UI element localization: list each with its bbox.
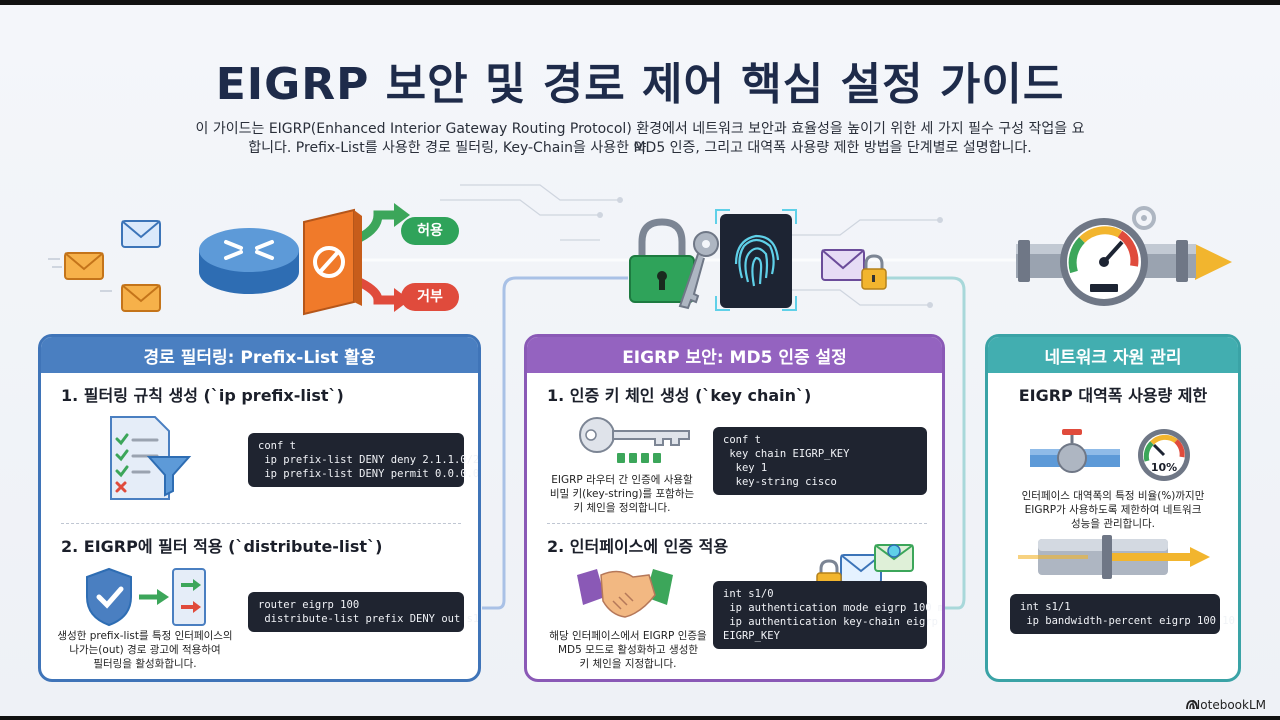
- p1-step2-title: 2. EIGRP에 필터 적용 (`distribute-list`): [61, 537, 383, 556]
- intro-line-2: 합니다. Prefix-List를 사용한 경로 필터링, Key-Chain을…: [248, 140, 1032, 156]
- brand-label: NotebookLM: [1191, 698, 1266, 712]
- fingerprint-scanner-icon: [715, 209, 797, 311]
- notebooklm-logo-icon: [1186, 700, 1198, 710]
- bottom-frame-bar: [0, 716, 1280, 720]
- p2-step1-desc: EIGRP 라우터 간 인증에 사용할 비밀 키(key-string)를 포함…: [549, 474, 695, 514]
- valve-gauge-icon: [1030, 429, 1190, 481]
- gauge-percent-label: 10%: [1150, 461, 1178, 474]
- p1-step2-desc: 생성한 prefix-list를 특정 인터페이스의 나가는(out) 경로 광…: [57, 630, 233, 670]
- md5-auth-panel: EIGRP 보안: MD5 인증 설정 1. 인증 키 체인 생성 (`key …: [524, 334, 945, 682]
- resource-management-panel: 네트워크 자원 관리 EIGRP 대역폭 사용량 제한 10% 인터페이스 대역…: [985, 334, 1241, 682]
- route-filtering-panel: 경로 필터링: Prefix-List 활용 1. 필터링 규칙 생성 (`ip…: [38, 334, 481, 682]
- deny-badge: 거부: [401, 283, 459, 311]
- p3-desc: 인터페이스 대역폭의 특정 비율(%)까지만 EIGRP가 사용하도록 제한하여…: [1021, 490, 1205, 530]
- p1-step1-code: conf t ip prefix-list DENY deny 2.1.1.0/…: [248, 433, 478, 487]
- firewall-icon: [303, 208, 362, 316]
- envelope-group-icon: [48, 220, 161, 312]
- checklist-funnel-icon: [110, 416, 192, 500]
- p2-divider: [547, 523, 927, 524]
- p1-step1-title: 1. 필터링 규칙 생성 (`ip prefix-list`): [61, 386, 344, 405]
- pipe-gauge-icon: [1016, 206, 1196, 306]
- p3-subtitle: EIGRP 대역폭 사용량 제한: [1018, 386, 1208, 405]
- page-title: EIGRP 보안 및 경로 제어 핵심 설정 가이드: [215, 59, 1065, 110]
- p2-step2-desc: 해당 인터페이스에서 EIGRP 인증을 MD5 모드로 활성화하고 생성한 키…: [549, 630, 707, 670]
- p1-step2-code: router eigrp 100 distribute-list prefix …: [248, 592, 478, 632]
- router-icon: [199, 228, 299, 294]
- allow-badge: 허용: [401, 217, 459, 245]
- locked-envelope-icon: [821, 249, 887, 290]
- p3-code: int s1/1 ip bandwidth-percent eigrp 100 …: [1010, 594, 1235, 634]
- padlock-key-icon: [629, 218, 719, 310]
- key-icon: [579, 417, 690, 463]
- top-frame-bar: [0, 0, 1280, 5]
- p2-step1-title: 1. 인증 키 체인 생성 (`key chain`): [547, 386, 812, 405]
- md5-auth-header: EIGRP 보안: MD5 인증 설정: [527, 337, 942, 373]
- pipe-flow-icon: [1018, 535, 1210, 579]
- p1-divider: [61, 523, 461, 524]
- intro-line-1: 이 가이드는 EIGRP(Enhanced Interior Gateway R…: [195, 121, 1085, 157]
- handshake-icon: [577, 569, 673, 618]
- resource-management-header: 네트워크 자원 관리: [988, 337, 1238, 373]
- p2-step2-title: 2. 인터페이스에 인증 적용: [547, 537, 729, 556]
- p2-step1-code: conf t key chain EIGRP_KEY key 1 key-str…: [713, 427, 927, 495]
- shield-filter-icon: [86, 567, 206, 627]
- p2-step2-code: int s1/0 ip authentication mode eigrp 10…: [713, 581, 942, 649]
- route-filtering-header: 경로 필터링: Prefix-List 활용: [41, 337, 478, 373]
